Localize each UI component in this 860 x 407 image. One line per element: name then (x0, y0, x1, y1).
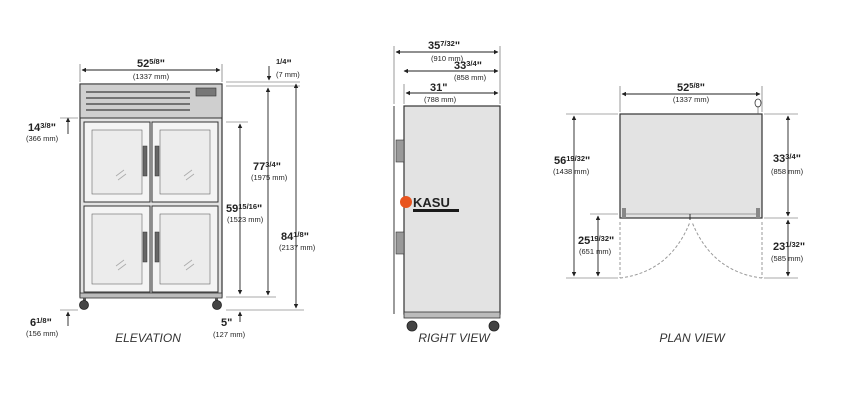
label-plan-view: PLAN VIEW (659, 331, 726, 345)
dim-plan-swing-mm: (651 mm) (579, 247, 612, 256)
dim-right-depth-overall-mm: (910 mm) (431, 54, 464, 63)
power-plug-icon (754, 98, 762, 114)
right-casters (406, 320, 500, 332)
dim-right-depth-overall: 357/32" (428, 39, 460, 52)
dim-plan-door-mm: (585 mm) (771, 254, 804, 263)
dim-top-door: 143/8" (28, 121, 56, 134)
plan-view: 525/8" (1337 mm) 5619/32" (1438 mm) 2519… (553, 81, 805, 345)
dim-plan-door: 231/32" (773, 240, 805, 253)
dim-body-height: 773/4" (253, 160, 281, 173)
dim-right-depth-interior-mm: (788 mm) (424, 95, 457, 104)
glass-reflections (115, 169, 195, 271)
label-elevation: ELEVATION (115, 331, 181, 345)
dim-plan-total-depth-mm: (1438 mm) (553, 167, 590, 176)
svg-text:KASU: KASU (413, 195, 450, 210)
elevation-casters (79, 298, 222, 310)
dim-elevation-width: 525/8" (137, 57, 165, 70)
dim-plan-swing: 2519/32" (578, 234, 614, 247)
dim-right-depth-body-mm: (858 mm) (454, 73, 487, 82)
elevation-door-upper-right (151, 121, 219, 203)
door-handles (142, 145, 160, 263)
dim-caster: 5" (221, 317, 232, 329)
dim-bottom-clearance: 61/8" (30, 316, 52, 329)
dim-elevation-width-mm: (1337 mm) (133, 72, 170, 81)
elevation-base (79, 292, 223, 299)
dim-plan-total-depth: 5619/32" (554, 154, 590, 167)
dim-right-depth-interior: 31" (430, 82, 447, 94)
louvre-lines (86, 91, 190, 111)
plan-cabinet (619, 113, 763, 219)
dim-right-depth-body: 333/4" (454, 59, 482, 72)
dim-plan-width-mm: (1337 mm) (673, 95, 710, 104)
dim-top-gap: 1/4" (276, 57, 292, 70)
dim-door-height: 5915/16" (226, 202, 262, 215)
elevation-door-upper-left (83, 121, 151, 203)
dim-total-height: 841/8" (281, 230, 309, 243)
dim-top-door-mm: (366 mm) (26, 134, 59, 143)
elevation-door-lower-right (151, 205, 219, 293)
control-panel (195, 87, 217, 97)
dim-plan-depth: 333/4" (773, 152, 801, 165)
label-right-view: RIGHT VIEW (418, 331, 491, 345)
kasu-logo: KASU (400, 195, 459, 212)
dim-body-height-mm: (1975 mm) (251, 173, 288, 182)
elevation-door-lower-left (83, 205, 151, 293)
elevation-view: 525/8" (1337 mm) 1/4" (7 mm) 143/8" (366… (26, 57, 316, 345)
dim-total-height-mm: (2137 mm) (279, 243, 316, 252)
right-hinges (395, 139, 405, 255)
dim-caster-mm: (127 mm) (213, 330, 246, 339)
right-view: KASU 357/32" (910 mm) 333/4" (858 mm) 31… (393, 39, 501, 345)
dim-bottom-clearance-mm: (156 mm) (26, 329, 59, 338)
dim-top-gap-mm: (7 mm) (276, 70, 300, 79)
door-swing-arcs (619, 221, 763, 279)
dim-plan-width: 525/8" (677, 81, 705, 94)
right-base (403, 311, 501, 319)
dim-plan-depth-mm: (858 mm) (771, 167, 804, 176)
dim-door-height-mm: (1523 mm) (227, 215, 264, 224)
plan-hinges (622, 208, 760, 218)
